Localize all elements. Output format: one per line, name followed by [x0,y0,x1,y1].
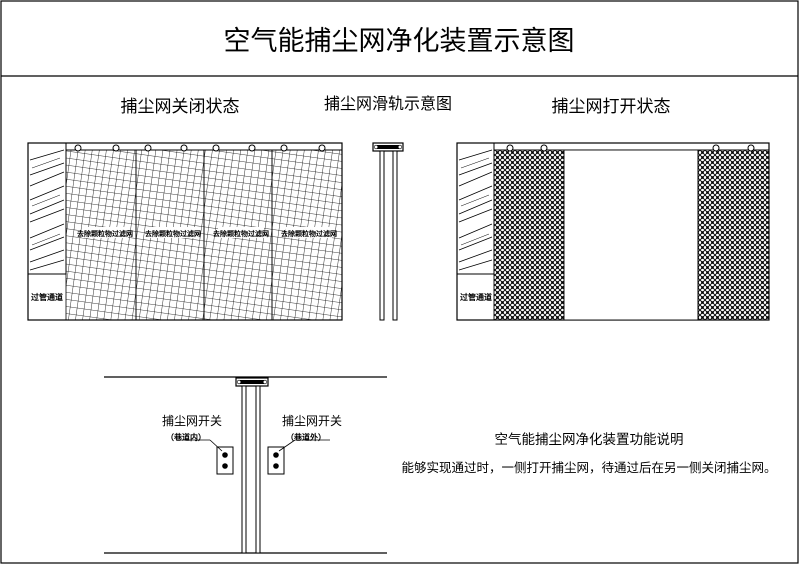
open-mesh-left [493,149,565,321]
open-mesh-right [697,149,770,321]
switch-inside-sub: （巷道内） [166,432,206,442]
plan-drawing: 捕尘网开关 （巷道内） 捕尘网开关 （巷道外） [104,376,387,554]
closed-panel-label-2: 去除颗粒物过滤网 [145,229,201,238]
closed-panel-label-3: 去除颗粒物过滤网 [213,229,269,238]
open-state-drawing: 过管通道 [456,142,770,321]
open-rollers [506,144,755,152]
switch-box-inside [216,446,234,475]
switch-outside-label: 捕尘网开关 [282,413,342,428]
closed-panel-label-1: 去除颗粒物过滤网 [77,229,133,238]
heading-closed-state: 捕尘网关闭状态 [121,97,240,117]
closed-panel-label-4: 去除颗粒物过滤网 [281,229,337,238]
switch-inside-label: 捕尘网开关 [162,413,222,428]
switch-box-outside [267,446,285,475]
diagram-title: 空气能捕尘网净化装置示意图 [224,26,575,57]
description-body: 能够实现通过时，一侧打开捕尘网，待通过后在另一侧关闭捕尘网。 [401,460,776,475]
description-title: 空气能捕尘网净化装置功能说明 [495,432,684,448]
heading-rail: 捕尘网滑轨示意图 [324,94,452,113]
heading-open-state: 捕尘网打开状态 [552,97,671,117]
closed-passage-label: 过管通道 [31,292,63,302]
open-passage-label: 过管通道 [460,292,492,302]
closed-wall-hatch [27,142,67,275]
switch-outside-sub: （巷道外） [286,432,326,442]
closed-state-drawing: 过管通道 去除颗粒物过滤网 去除颗粒物过滤网 去除颗粒物过滤网 去除颗 [27,142,343,321]
closed-rollers [74,144,326,152]
rail-drawing [372,142,404,321]
open-gap [563,149,699,321]
